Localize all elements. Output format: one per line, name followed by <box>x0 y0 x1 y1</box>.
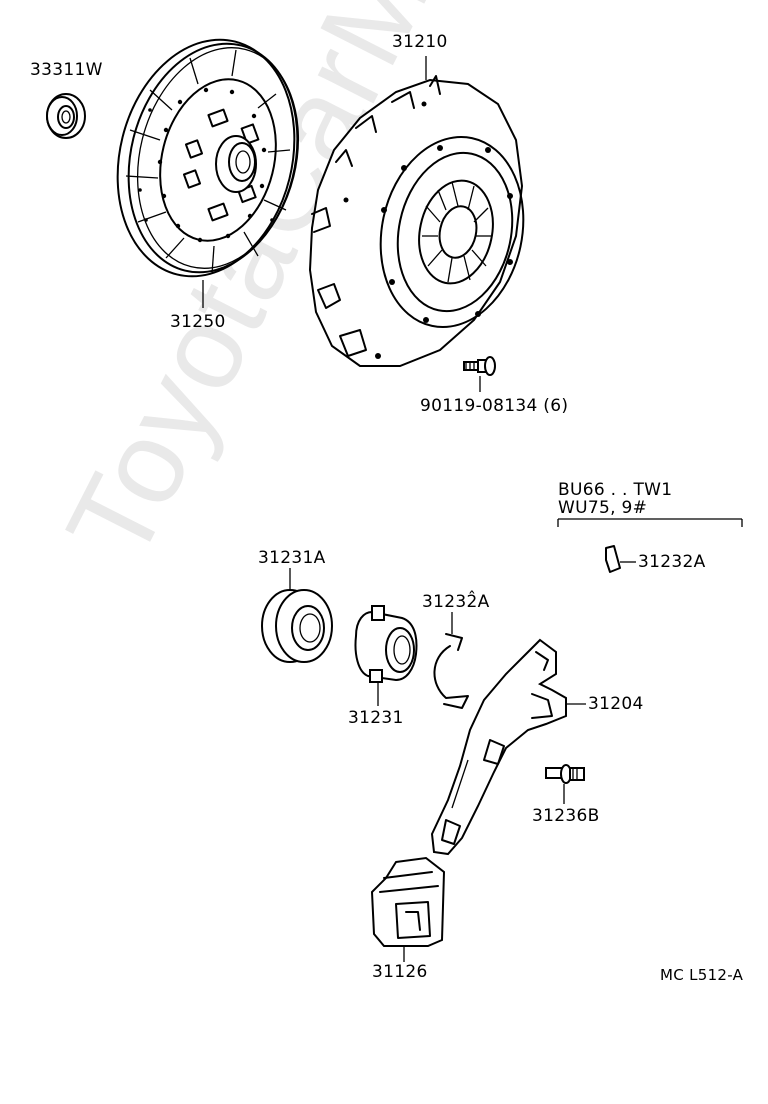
clutch-cover-31210[interactable] <box>308 56 540 367</box>
applicability-line-1: BU66 . . TW1 <box>558 480 673 500</box>
applicability-bracket <box>557 518 743 527</box>
diagram-code: MC L512-A <box>660 966 744 984</box>
part-label-33311w: 33311W <box>30 60 103 80</box>
boot-31126[interactable] <box>370 856 446 962</box>
part-label-31126: 31126 <box>372 962 428 982</box>
pivot-bolt-31236b[interactable] <box>545 764 585 804</box>
part-label-31232a-ring: 31232̂A <box>422 592 490 612</box>
part-label-31250: 31250 <box>170 312 226 332</box>
part-label-31210: 31210 <box>392 32 448 52</box>
clip-31232a-small[interactable] <box>605 545 636 573</box>
bolt-90119-08134[interactable] <box>463 356 496 392</box>
release-bearing-31231a[interactable] <box>261 568 333 663</box>
pilot-bearing-33311w[interactable] <box>46 93 86 139</box>
part-label-31231: 31231 <box>348 708 404 728</box>
clutch-disc-31250[interactable] <box>94 21 321 308</box>
part-label-31204: 31204 <box>588 694 644 714</box>
part-label-31236b: 31236B <box>532 806 600 826</box>
release-fork-31204[interactable] <box>430 638 586 856</box>
part-label-31232a-small: 31232A <box>638 552 706 572</box>
applicability-line-2: WU75, 9# <box>558 498 648 518</box>
release-hub-31231[interactable] <box>354 605 418 706</box>
part-label-31231a: 31231A <box>258 548 326 568</box>
part-label-90119-08134: 90119-08134 (6) <box>420 396 569 416</box>
clip-31232a-ring[interactable] <box>433 612 469 709</box>
